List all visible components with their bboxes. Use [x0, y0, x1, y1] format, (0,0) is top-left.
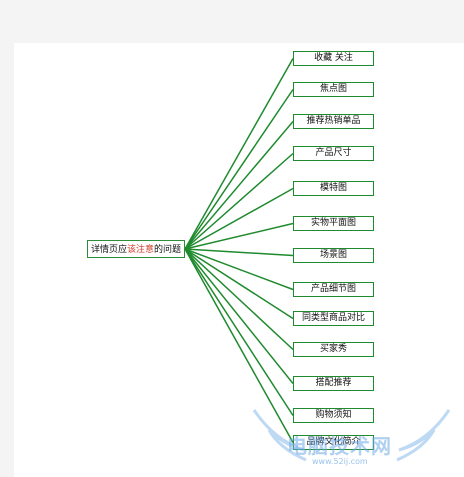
branch-node[interactable]: 场景图 [293, 248, 374, 263]
root-topic[interactable]: 详情页应该注意的问题 [87, 240, 185, 258]
branch-node[interactable]: 同类型商品对比 [293, 311, 374, 326]
branch-node[interactable]: 产品尺寸 [293, 146, 374, 161]
connector-line [184, 248, 294, 320]
connector-line [184, 222, 294, 250]
branch-node[interactable]: 模特图 [293, 181, 374, 196]
branch-node[interactable]: 品牌文化简介 [293, 435, 374, 450]
branch-node[interactable]: 焦点图 [293, 82, 374, 97]
root-text-part-3: 的问题 [154, 245, 182, 255]
connector-line [184, 248, 294, 384]
branch-node[interactable]: 买家秀 [293, 342, 374, 357]
branch-node[interactable]: 推荐热销单品 [293, 114, 374, 129]
branch-node[interactable]: 购物须知 [293, 408, 374, 423]
connector-line [184, 58, 294, 250]
connector-line [184, 89, 294, 250]
connector-line [184, 121, 294, 250]
branch-node[interactable]: 搭配推荐 [293, 376, 374, 391]
branch-node[interactable]: 产品细节图 [293, 282, 374, 297]
connector-line [184, 187, 294, 250]
connector-line [184, 248, 294, 443]
connector-line [184, 248, 294, 257]
connector-line [184, 248, 294, 416]
branch-node[interactable]: 实物平面图 [293, 216, 374, 231]
connector-line [184, 248, 294, 291]
connector-line [184, 152, 294, 250]
root-text-part-1: 详情页应 [90, 245, 127, 255]
mindmap-canvas [14, 43, 464, 477]
root-text-highlight: 该注意 [126, 245, 154, 255]
branch-node[interactable]: 收藏 关注 [293, 51, 374, 66]
connector-line [184, 248, 294, 351]
